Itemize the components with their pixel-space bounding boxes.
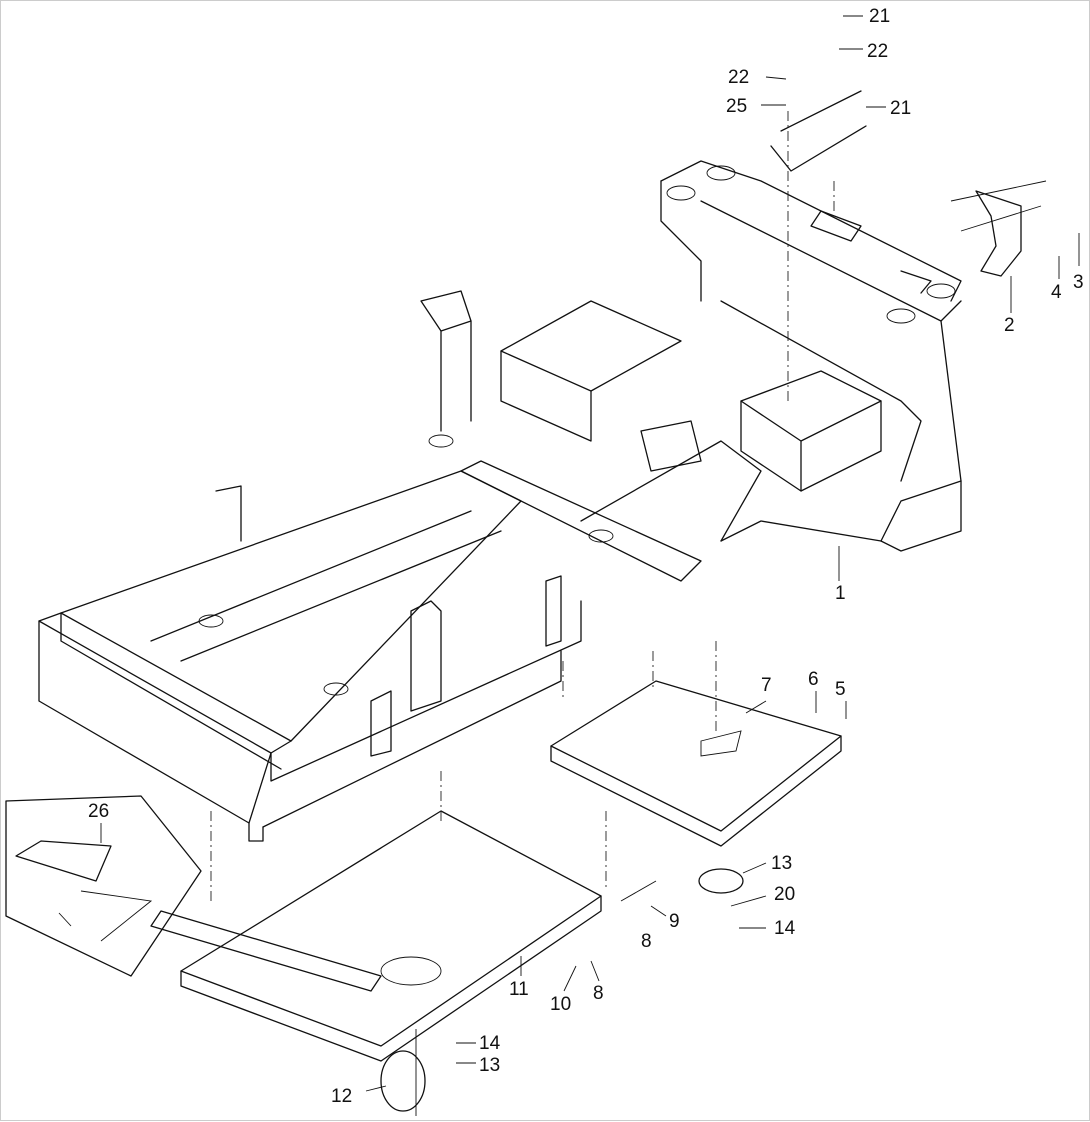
callout-14-right: 20 <box>774 884 795 905</box>
callout-4: 4 <box>1051 282 1062 303</box>
part-25-inset <box>5 795 202 977</box>
callout-12-right: 13 <box>771 853 792 874</box>
leader-lines <box>58 15 1080 1116</box>
alignment-centerlines <box>210 111 835 901</box>
callout-13-right: 14 <box>774 918 796 939</box>
callout-11: 11 <box>509 979 529 1000</box>
callout-6: 6 <box>808 669 819 690</box>
callout-2: 2 <box>1004 315 1015 336</box>
callout-3: 3 <box>1073 272 1084 293</box>
callout-21-mid: 22 <box>728 67 749 88</box>
cover-plate-part-7 <box>550 680 842 847</box>
bracket-part-2 <box>950 180 1047 277</box>
callout-8-lower: 8 <box>593 983 604 1004</box>
callout-9: 9 <box>669 911 680 932</box>
main-frame <box>38 160 962 842</box>
callout-13-bottom: 13 <box>479 1055 500 1076</box>
part-12-cap-lower <box>380 1050 426 1112</box>
callout-8-upper: 8 <box>641 931 652 952</box>
cover-plate-part-11 <box>150 810 602 1062</box>
callout-25: 26 <box>88 801 109 822</box>
callout-20: 21 <box>890 98 911 119</box>
part-20-plate <box>770 90 867 172</box>
callout-1: 1 <box>835 583 846 604</box>
callout-12-bottom: 12 <box>331 1086 352 1107</box>
callout-5: 5 <box>835 679 846 700</box>
callout-14-bottom: 14 <box>479 1033 501 1054</box>
callout-labels: 21 22 22 25 21 2 4 3 1 7 6 5 13 20 14 8 … <box>88 6 1084 1107</box>
callout-7: 7 <box>761 675 772 696</box>
callout-21-top: 21 <box>869 6 890 27</box>
callout-22-mid: 25 <box>726 96 747 117</box>
part-12-cap-upper <box>698 868 744 894</box>
callout-10: 10 <box>550 994 571 1015</box>
callout-22-top: 22 <box>867 41 888 62</box>
